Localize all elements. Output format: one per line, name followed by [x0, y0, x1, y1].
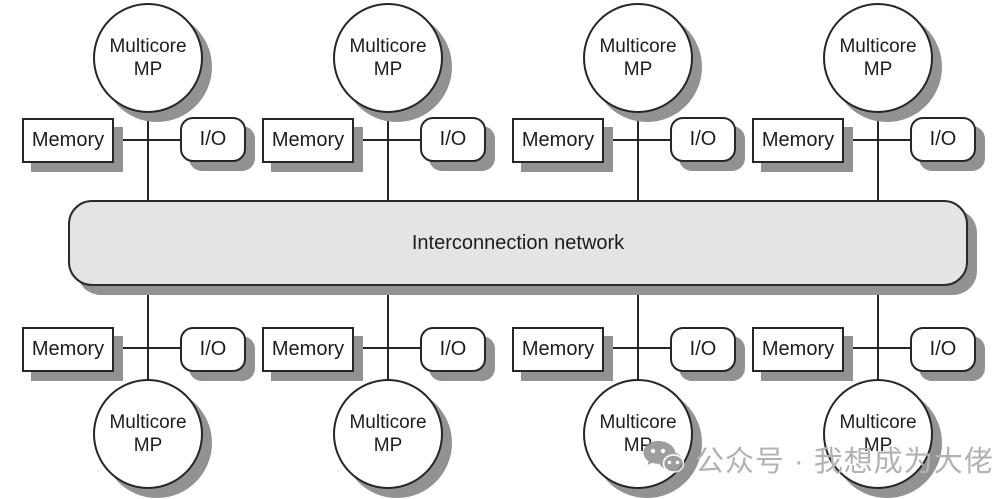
multicore-mp-label-line2: MP [373, 435, 403, 456]
interconnection-network-node: Interconnection network [68, 200, 968, 286]
multicore-mp-label-line1: Multicore [839, 36, 917, 57]
memory-io-bus-line [352, 139, 422, 141]
memory-io-bus-line [602, 139, 672, 141]
multiprocessor-cluster: Multicore MP Memory I/O [22, 0, 268, 499]
multicore-mp-label-line2: MP [623, 59, 653, 80]
multicore-mp-node: Multicore MP [93, 379, 203, 489]
multicore-mp-label-line1: Multicore [349, 412, 427, 433]
io-label: I/O [689, 128, 717, 150]
memory-io-bus-line [112, 347, 182, 349]
memory-node: Memory [512, 118, 604, 163]
memory-label: Memory [521, 129, 595, 151]
multicore-mp-label-line1: Multicore [349, 36, 427, 57]
memory-label: Memory [521, 338, 595, 360]
memory-label: Memory [761, 129, 835, 151]
memory-io-bus-line [842, 347, 912, 349]
io-node: I/O [180, 327, 246, 372]
memory-io-bus-line [112, 139, 182, 141]
multiprocessor-cluster: Multicore MP Memory I/O [752, 0, 998, 499]
node-to-network-connector-line [877, 283, 879, 438]
memory-label: Memory [31, 129, 105, 151]
memory-io-bus-line [602, 347, 672, 349]
multicore-mp-node: Multicore MP [823, 379, 933, 489]
memory-label: Memory [271, 338, 345, 360]
multicore-mp-label-line2: MP [133, 59, 163, 80]
multiprocessor-cluster: Multicore MP Memory I/O [512, 0, 758, 499]
io-node: I/O [910, 117, 976, 162]
multicore-mp-label-line1: Multicore [599, 36, 677, 57]
node-to-network-connector-line [147, 283, 149, 438]
multicore-mp-label-line2: MP [373, 59, 403, 80]
node-to-network-connector-line [387, 55, 389, 201]
io-label: I/O [199, 338, 227, 360]
multicore-mp-label-line2: MP [133, 435, 163, 456]
memory-label: Memory [31, 338, 105, 360]
node-to-network-connector-line [637, 55, 639, 201]
node-to-network-connector-line [387, 283, 389, 438]
io-label: I/O [689, 338, 717, 360]
io-node: I/O [420, 327, 486, 372]
wechat-icon [643, 441, 685, 473]
node-to-network-connector-line [877, 55, 879, 201]
memory-node: Memory [512, 327, 604, 372]
memory-node: Memory [22, 118, 114, 163]
io-label: I/O [439, 128, 467, 150]
multiprocessor-cluster: Multicore MP Memory I/O [262, 0, 508, 499]
io-node: I/O [180, 117, 246, 162]
watermark-text: 公众号 · 我想成为大佬 [695, 446, 994, 478]
memory-label: Memory [271, 129, 345, 151]
multicore-mp-node: Multicore MP [583, 3, 693, 113]
multiprocessor-cluster: Multicore MP Memory I/O [22, 0, 268, 499]
multicore-mp-label-line2: MP [863, 435, 893, 456]
multiprocessor-cluster: Multicore MP Memory I/O [262, 0, 508, 499]
watermark: 公众号 · 我想成为大佬 [642, 438, 994, 480]
multicore-mp-node: Multicore MP [823, 3, 933, 113]
node-to-network-connector-line [637, 283, 639, 438]
io-label: I/O [929, 338, 957, 360]
io-label: I/O [199, 128, 227, 150]
interconnection-network-label: Interconnection network [411, 231, 625, 254]
multicore-mp-node: Multicore MP [333, 3, 443, 113]
io-node: I/O [670, 327, 736, 372]
io-label: I/O [439, 338, 467, 360]
memory-label: Memory [761, 338, 835, 360]
multicore-mp-label-line1: Multicore [109, 412, 187, 433]
multicore-mp-node: Multicore MP [333, 379, 443, 489]
multiprocessor-cluster: Multicore MP Memory I/O [752, 0, 998, 499]
multicore-mp-label-line1: Multicore [839, 412, 917, 433]
io-node: I/O [910, 327, 976, 372]
io-node: I/O [670, 117, 736, 162]
multicore-mp-node: Multicore MP [93, 3, 203, 113]
io-label: I/O [929, 128, 957, 150]
memory-io-bus-line [842, 139, 912, 141]
memory-node: Memory [752, 118, 844, 163]
memory-node: Memory [262, 118, 354, 163]
memory-node: Memory [262, 327, 354, 372]
memory-node: Memory [22, 327, 114, 372]
memory-node: Memory [752, 327, 844, 372]
memory-io-bus-line [352, 347, 422, 349]
multicore-mp-label-line2: MP [863, 59, 893, 80]
node-to-network-connector-line [147, 55, 149, 201]
io-node: I/O [420, 117, 486, 162]
multicore-mp-label-line1: Multicore [599, 412, 677, 433]
multicore-mp-label-line1: Multicore [109, 36, 187, 57]
multiprocessor-cluster: Multicore MP Memory I/O [512, 0, 758, 499]
